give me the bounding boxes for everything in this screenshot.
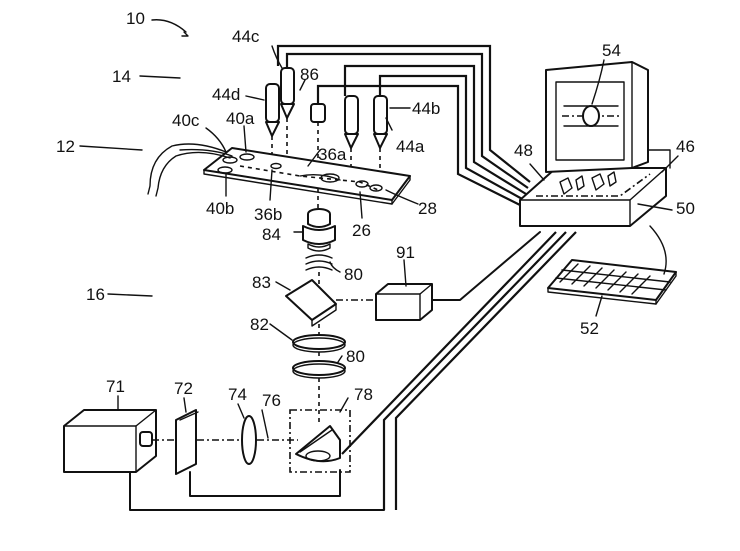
label-port-28: 28 — [418, 199, 437, 218]
label-keyboard-52: 52 — [580, 319, 599, 338]
label-well-36a: 36a — [318, 145, 347, 164]
probe-86 — [310, 103, 326, 160]
scanner-cable-bundle — [341, 231, 577, 510]
label-well-36b: 36b — [254, 205, 282, 224]
lens-74 — [241, 415, 257, 465]
light-source-71 — [63, 409, 157, 473]
filter-72 — [175, 409, 199, 475]
label-splitter-83: 83 — [252, 273, 271, 292]
label-chip: 12 — [56, 137, 75, 156]
label-lens-74: 74 — [228, 385, 247, 404]
label-probe-44c: 44c — [232, 27, 260, 46]
label-probe-44a: 44a — [396, 137, 425, 156]
filter-80 — [292, 360, 346, 379]
label-optical-block: 16 — [86, 285, 105, 304]
label-well-40b: 40b — [206, 199, 234, 218]
probe-cable-bundle — [276, 44, 531, 207]
label-objective-84: 84 — [262, 225, 281, 244]
label-computer-46: 46 — [676, 137, 695, 156]
label-probe-44d: 44d — [212, 85, 240, 104]
probe-44c — [280, 67, 295, 160]
label-reagent-block: 14 — [112, 67, 131, 86]
label-monitor-54: 54 — [602, 41, 621, 60]
label-well-40c: 40c — [172, 111, 200, 130]
label-probe-86: 86 — [300, 65, 319, 84]
label-system: 10 — [126, 9, 145, 28]
splitter-83 — [285, 279, 376, 327]
label-computer-50: 50 — [676, 199, 695, 218]
label-well-40a: 40a — [226, 109, 255, 128]
keyboard — [547, 225, 677, 305]
label-beam-80-lower: 80 — [346, 347, 365, 366]
label-computer-48: 48 — [514, 141, 533, 160]
objective-84 — [302, 208, 336, 252]
reference-labels: 10 14 12 16 44c 86 44d 44b 44a 40c 40a 3… — [56, 9, 695, 410]
chip — [147, 143, 411, 205]
computer-base — [519, 167, 667, 227]
label-source-71: 71 — [106, 377, 125, 396]
detector-91 — [375, 283, 433, 321]
label-probe-44b: 44b — [412, 99, 440, 118]
label-scanner-78: 78 — [354, 385, 373, 404]
label-channel-26: 26 — [352, 221, 371, 240]
label-filter-82: 82 — [250, 315, 269, 334]
scanner-78 — [289, 409, 351, 473]
probe-44b — [344, 95, 359, 176]
monitor — [545, 61, 671, 173]
label-filter-72: 72 — [174, 379, 193, 398]
probe-44a — [373, 95, 388, 178]
label-path-76: 76 — [262, 391, 281, 410]
bottom-wiring — [129, 231, 541, 511]
label-beam-80-upper: 80 — [344, 265, 363, 284]
leader-lines — [79, 19, 679, 439]
drive-bay-icon — [559, 171, 617, 195]
filter-82 — [292, 334, 346, 353]
label-detector-91: 91 — [396, 243, 415, 262]
